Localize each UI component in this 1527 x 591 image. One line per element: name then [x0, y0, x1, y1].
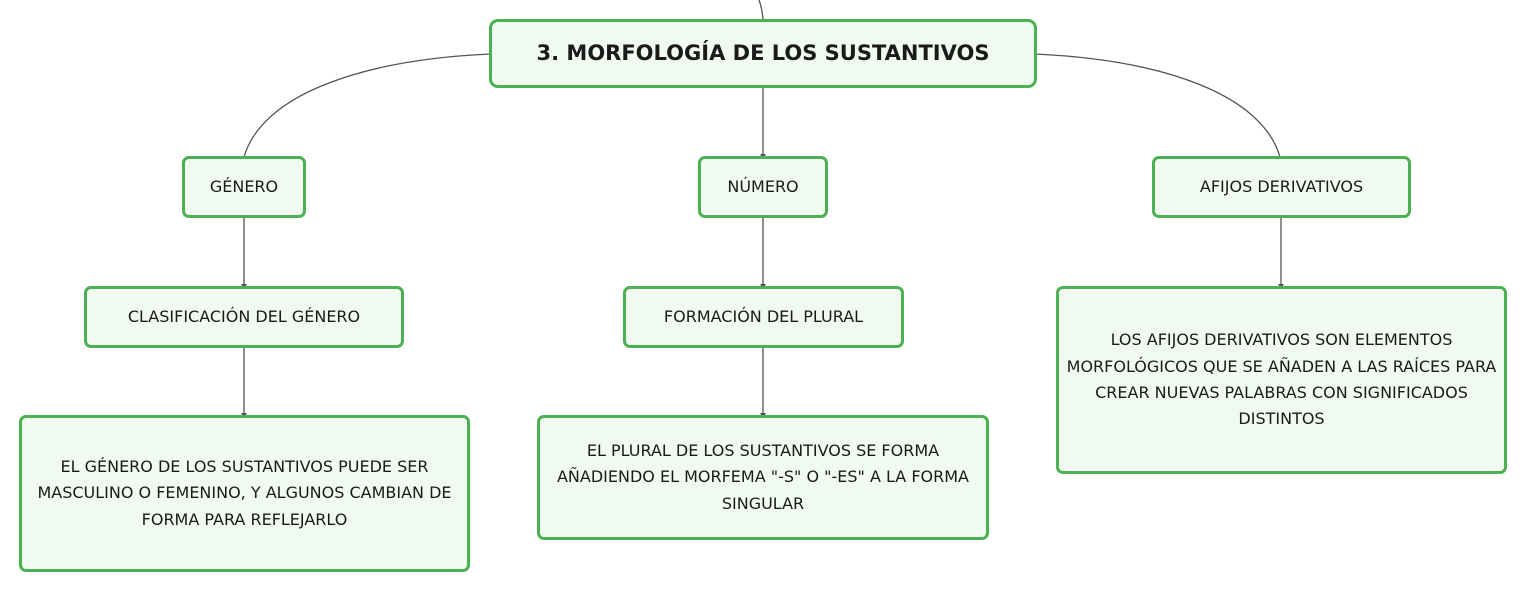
node-clasificacion-genero[interactable]: CLASIFICACIÓN DEL GÉNERO — [84, 286, 404, 348]
node-afijos-label: AFIJOS DERIVATIVOS — [1199, 177, 1364, 197]
node-numero[interactable]: NÚMERO — [698, 156, 828, 218]
node-afijos-derivativos[interactable]: AFIJOS DERIVATIVOS — [1152, 156, 1411, 218]
node-afijos-detail[interactable]: LOS AFIJOS DERIVATIVOS SON ELEMENTOS MOR… — [1056, 286, 1507, 474]
connector-parent-root — [758, 0, 764, 20]
connector-root-afijos — [1034, 53, 1281, 158]
node-plural-detail-text: EL PLURAL DE LOS SUSTANTIVOS SE FORMA AÑ… — [556, 440, 969, 513]
node-genero-detail[interactable]: EL GÉNERO DE LOS SUSTANTIVOS PUEDE SER M… — [19, 415, 470, 572]
node-numero-label: NÚMERO — [727, 177, 799, 197]
node-formacion-plural[interactable]: FORMACIÓN DEL PLURAL — [623, 286, 904, 348]
node-plural-detail[interactable]: EL PLURAL DE LOS SUSTANTIVOS SE FORMA AÑ… — [537, 415, 989, 540]
root-node[interactable]: 3. MORFOLOGÍA DE LOS SUSTANTIVOS — [489, 19, 1037, 88]
node-afijos-detail-text: LOS AFIJOS DERIVATIVOS SON ELEMENTOS MOR… — [1066, 330, 1497, 429]
node-genero[interactable]: GÉNERO — [182, 156, 306, 218]
node-clasificacion-label: CLASIFICACIÓN DEL GÉNERO — [127, 307, 361, 327]
root-node-label: 3. MORFOLOGÍA DE LOS SUSTANTIVOS — [536, 40, 990, 65]
node-formacion-label: FORMACIÓN DEL PLURAL — [663, 307, 864, 327]
node-genero-label: GÉNERO — [209, 177, 279, 197]
node-genero-detail-text: EL GÉNERO DE LOS SUSTANTIVOS PUEDE SER M… — [37, 456, 452, 529]
connector-root-genero — [243, 53, 491, 158]
